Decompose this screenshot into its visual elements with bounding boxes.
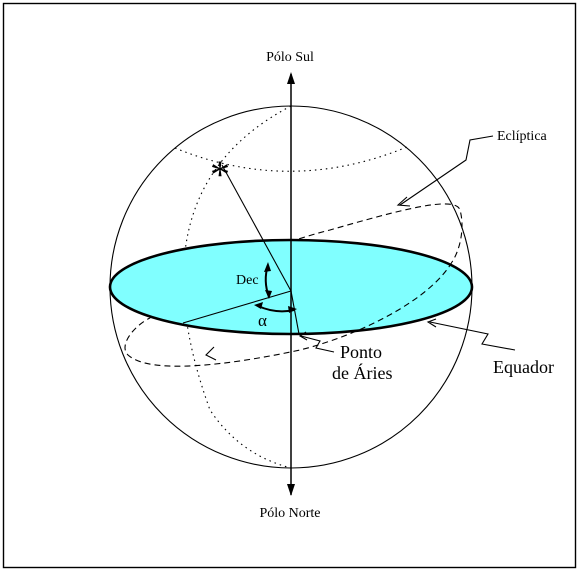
ecliptic-leader — [399, 135, 494, 206]
right-ascension-label: α — [258, 311, 267, 330]
ecliptic-label: Eclíptica — [497, 129, 548, 144]
south-pole-label: Pólo Sul — [266, 50, 314, 65]
declination-arrowhead-top — [264, 262, 271, 272]
right-ascension-arrowhead-left — [254, 302, 263, 309]
star-radius-line — [221, 164, 292, 292]
aries-leader — [300, 335, 335, 353]
ecliptic-arrow-back — [396, 196, 411, 207]
declination-label: Dec — [236, 273, 259, 288]
equator-label: Equador — [493, 357, 554, 377]
north-pole-label: Pólo Norte — [259, 506, 320, 521]
right-ascension-arrowhead-right — [288, 306, 297, 313]
ecliptic-arrow-front — [205, 346, 217, 361]
star-projection-line — [182, 290, 292, 324]
equator-leader-arrow — [426, 318, 437, 328]
equator-leader — [429, 321, 516, 351]
south-pole-arrowhead — [287, 72, 295, 84]
ecliptic-front — [124, 261, 453, 367]
aries-label-line1: Ponto — [340, 342, 382, 362]
aries-label-line2: de Áries — [332, 362, 392, 383]
hour-circle — [182, 105, 292, 469]
star-icon: * — [210, 152, 230, 197]
aries-line — [290, 290, 300, 335]
frame-border — [2, 2, 577, 569]
north-pole-arrowhead — [287, 484, 295, 496]
aries-leader-arrow — [298, 331, 308, 341]
declination-arrowhead-bottom — [265, 290, 272, 299]
